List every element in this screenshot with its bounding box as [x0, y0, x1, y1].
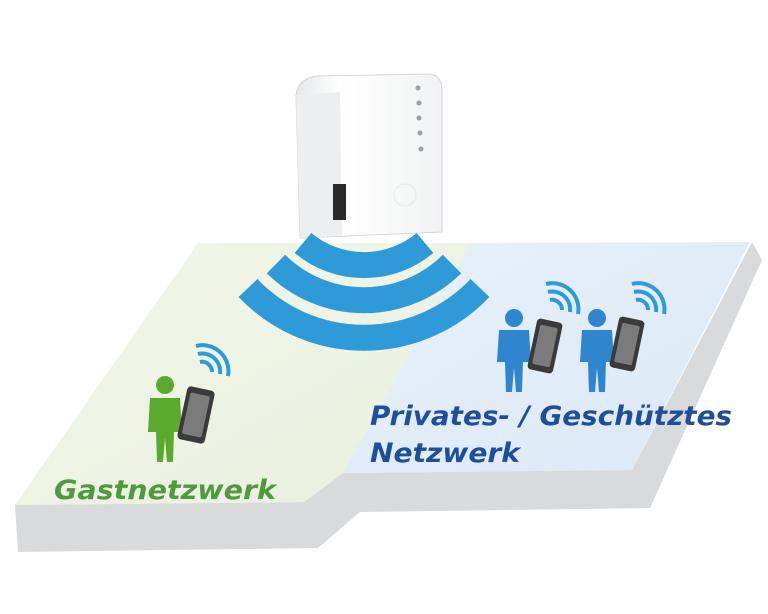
platform-side — [15, 242, 762, 552]
wifi-signal-icon — [238, 232, 490, 351]
wifi-signal-icon — [195, 343, 231, 377]
guest-network-label: Gastnetzwerk — [54, 475, 278, 506]
wifi-repeater-device — [295, 73, 443, 239]
wifi-signal-icon — [631, 281, 667, 315]
private-network-label: Privates- / Geschütztes — [370, 401, 732, 432]
wps-button — [393, 183, 417, 207]
private-person-with-phone-icon — [497, 281, 581, 392]
private-person-with-phone-icon — [580, 281, 667, 392]
private-network-label-line2: Netzwerk — [370, 438, 522, 469]
wifi-signal-icon — [545, 281, 581, 315]
ethernet-port — [333, 184, 346, 220]
guest-person-with-phone-icon — [148, 343, 231, 462]
